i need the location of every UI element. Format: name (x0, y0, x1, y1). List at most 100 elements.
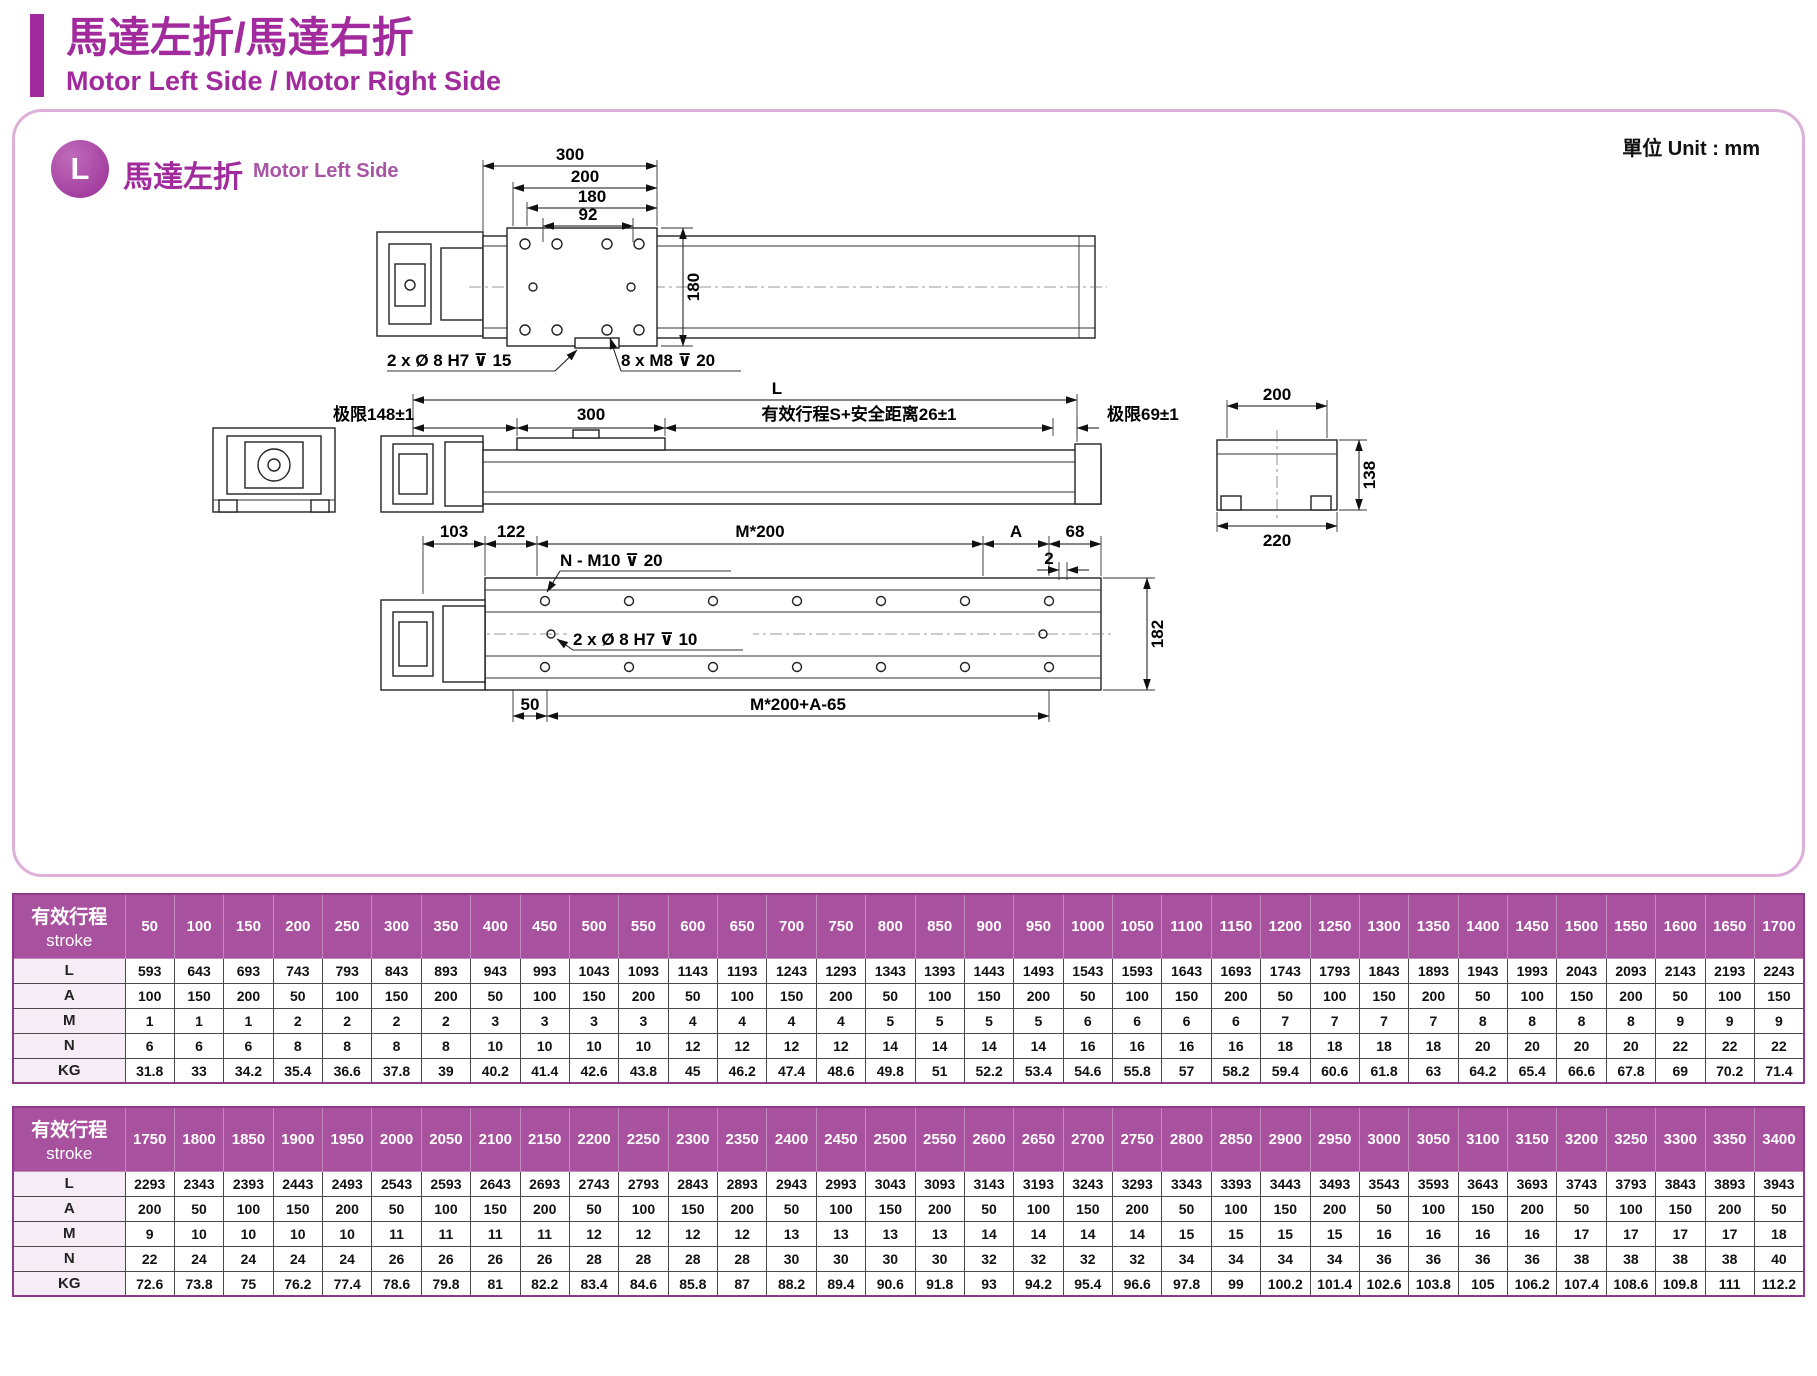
spec-value: 100 (618, 1195, 669, 1222)
spec-value: 16 (1506, 1220, 1558, 1247)
spec-value: 2543 (371, 1170, 422, 1197)
spec-value: 1793 (1309, 957, 1360, 984)
spec-value: 3393 (1210, 1170, 1262, 1197)
stroke-value: 2950 (1309, 1106, 1360, 1172)
spec-value: 3343 (1161, 1170, 1212, 1197)
stroke-value: 1000 (1062, 893, 1114, 959)
spec-value: 13 (914, 1220, 965, 1247)
spec-value: 200 (815, 982, 867, 1009)
spec-value: 3093 (914, 1170, 965, 1197)
tap-pattern-callout: N - M10 ⊽ 20 (560, 551, 663, 570)
page-title-english: Motor Left Side / Motor Right Side (66, 66, 501, 97)
spec-value: 17 (1655, 1220, 1706, 1247)
spec-value: 1 (223, 1007, 274, 1034)
spec-value: 14 (963, 1032, 1015, 1059)
limit-right-label: 极限69±1 (1107, 405, 1179, 424)
spec-value: 24 (223, 1245, 274, 1272)
spec-value: 4 (766, 1007, 817, 1034)
side-view-dimensions: L 极限148±1 300 有效行程S+安全距离26±1 极限69±1 (333, 379, 1179, 443)
spec-value: 50 (1457, 982, 1509, 1009)
spec-value: 28 (568, 1245, 620, 1272)
spec-value: 87 (716, 1270, 768, 1297)
spec-value: 2493 (321, 1170, 373, 1197)
spec-value: 150 (1260, 1195, 1311, 1222)
spec-value: 94.2 (1013, 1270, 1064, 1297)
stroke-value: 2250 (618, 1106, 669, 1172)
spec-value: 3743 (1556, 1170, 1607, 1197)
spec-value: 106.2 (1506, 1270, 1558, 1297)
dim-200-section-label: 200 (1263, 385, 1291, 404)
spec-value: 34 (1210, 1245, 1262, 1272)
spec-value: 150 (667, 1195, 719, 1222)
spec-value: 2093 (1605, 957, 1657, 984)
spec-value: 5 (865, 1007, 916, 1034)
spec-value: 54.6 (1062, 1057, 1114, 1084)
spec-value: 100 (1605, 1195, 1657, 1222)
stroke-value: 800 (865, 893, 916, 959)
stroke-value: 3300 (1655, 1106, 1706, 1172)
spec-value: 150 (1161, 982, 1212, 1009)
engineering-drawing: 300 200 180 92 180 2 x Ø 8 H7 ⊽ 15 8 x M… (212, 145, 1379, 723)
row-label: A (12, 1195, 126, 1222)
stroke-value: 1400 (1457, 893, 1509, 959)
spec-value: 8 (1506, 1007, 1558, 1034)
spec-value: 40.2 (470, 1057, 521, 1084)
spec-value: 50 (1753, 1195, 1805, 1222)
spec-value: 9 (1704, 1007, 1755, 1034)
spec-value: 72.6 (124, 1270, 175, 1297)
spec-value: 61.8 (1358, 1057, 1410, 1084)
spec-value: 17 (1605, 1220, 1657, 1247)
spec-value: 45 (667, 1057, 719, 1084)
limit-left-label: 极限148±1 (333, 405, 414, 424)
stroke-value: 2750 (1111, 1106, 1163, 1172)
spec-value: 97.8 (1161, 1270, 1212, 1297)
spec-value: 34 (1309, 1245, 1360, 1272)
spec-value: 26 (470, 1245, 521, 1272)
spec-value: 3493 (1309, 1170, 1360, 1197)
spec-value: 38 (1605, 1245, 1657, 1272)
stroke-value: 3000 (1358, 1106, 1410, 1172)
spec-value: 69 (1655, 1057, 1706, 1084)
spec-value: 6 (173, 1032, 225, 1059)
top-view-drawing (376, 227, 1107, 349)
stroke-value: 400 (470, 893, 521, 959)
spec-value: 18 (1260, 1032, 1311, 1059)
spec-value: 31.8 (124, 1057, 175, 1084)
spec-value: 5 (1013, 1007, 1064, 1034)
spec-value: 6 (223, 1032, 274, 1059)
spec-value: 2793 (618, 1170, 669, 1197)
spec-value: 50 (667, 982, 719, 1009)
spec-value: 36 (1408, 1245, 1459, 1272)
spec-value: 16 (1111, 1032, 1163, 1059)
spec-value: 100 (420, 1195, 472, 1222)
spec-value: 10 (618, 1032, 669, 1059)
spec-value: 38 (1704, 1245, 1755, 1272)
stroke-value: 250 (321, 893, 373, 959)
spec-value: 150 (1753, 982, 1805, 1009)
spec-value: 150 (1062, 1195, 1114, 1222)
spec-value: 8 (321, 1032, 373, 1059)
stroke-value: 2500 (865, 1106, 916, 1172)
stroke-value: 900 (963, 893, 1015, 959)
spec-value: 593 (124, 957, 175, 984)
spec-value: 11 (420, 1220, 472, 1247)
spec-value: 2243 (1753, 957, 1805, 984)
spec-value: 1993 (1506, 957, 1558, 984)
spec-value: 36 (1457, 1245, 1509, 1272)
dim-300-side-label: 300 (577, 405, 605, 424)
spec-value: 76.2 (272, 1270, 324, 1297)
spec-value: 50 (371, 1195, 422, 1222)
spec-value: 1643 (1161, 957, 1212, 984)
spec-value: 2293 (124, 1170, 175, 1197)
spec-value: 50 (1556, 1195, 1607, 1222)
spec-value: 36.6 (321, 1057, 373, 1084)
spec-value: 109.8 (1655, 1270, 1706, 1297)
spec-value: 3 (568, 1007, 620, 1034)
stroke-value: 1250 (1309, 893, 1360, 959)
spec-value: 200 (1408, 982, 1459, 1009)
spec-value: 78.6 (371, 1270, 422, 1297)
spec-value: 32 (1062, 1245, 1114, 1272)
